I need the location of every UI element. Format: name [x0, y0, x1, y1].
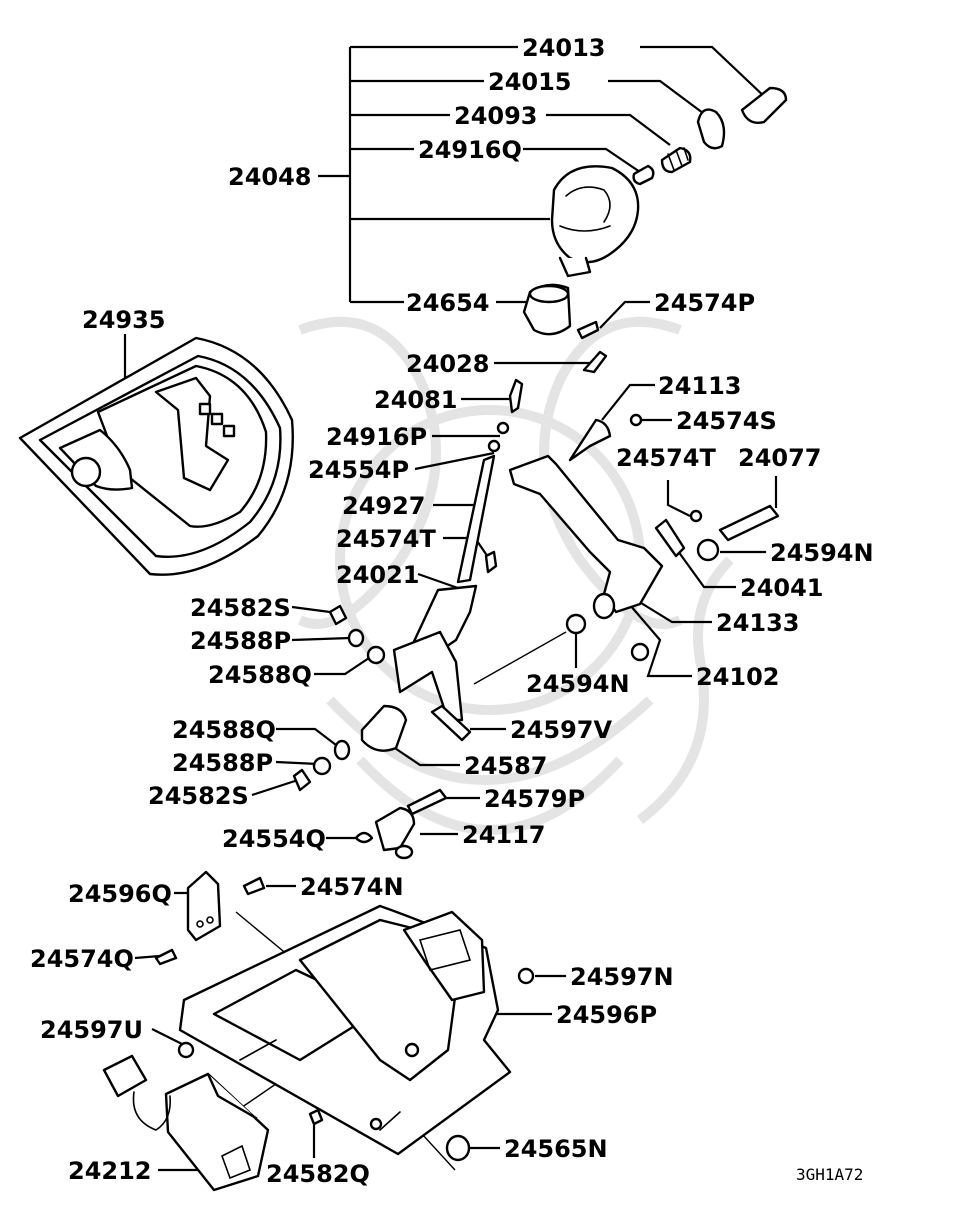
label-24013: 24013: [522, 34, 606, 62]
label-24554Q: 24554Q: [222, 825, 326, 853]
label-24916Q: 24916Q: [418, 136, 522, 164]
label-24588P-top: 24588P: [190, 627, 291, 655]
label-24587: 24587: [464, 752, 548, 780]
label-24041: 24041: [740, 574, 824, 602]
label-24597U: 24597U: [40, 1016, 143, 1044]
label-24574S: 24574S: [676, 407, 777, 435]
label-24588P-bottom: 24588P: [172, 749, 273, 777]
label-24015: 24015: [488, 68, 572, 96]
label-24927: 24927: [342, 492, 426, 520]
label-24594N-bottom: 24594N: [526, 670, 630, 698]
shift-lever-assembly: [292, 320, 780, 860]
label-24565N: 24565N: [504, 1135, 608, 1163]
label-24102: 24102: [696, 663, 780, 691]
label-24081: 24081: [374, 386, 458, 414]
label-24597N: 24597N: [570, 963, 674, 991]
label-24574Q: 24574Q: [30, 945, 134, 973]
label-24048: 24048: [228, 163, 312, 191]
label-24588Q-top: 24588Q: [208, 661, 312, 689]
label-24574T-left: 24574T: [336, 525, 436, 553]
label-24574T-right: 24574T: [616, 444, 716, 472]
label-24582Q: 24582Q: [266, 1160, 370, 1188]
label-24574N: 24574N: [300, 873, 404, 901]
label-24596P: 24596P: [556, 1001, 657, 1029]
label-24654: 24654: [406, 289, 490, 317]
label-24077: 24077: [738, 444, 822, 472]
callout-labels: 24013 24015 24093 24916Q 24048 24654 245…: [30, 34, 874, 1188]
shifter-base-assembly: [102, 870, 535, 1192]
label-24212: 24212: [68, 1157, 152, 1185]
drawing-code: 3GH1A72: [796, 1165, 863, 1184]
console-panel: [18, 336, 294, 576]
label-24579P: 24579P: [484, 785, 585, 813]
label-24594N-top: 24594N: [770, 539, 874, 567]
label-24133: 24133: [716, 609, 800, 637]
label-24597V: 24597V: [510, 716, 612, 744]
label-24028: 24028: [406, 350, 490, 378]
label-24113: 24113: [658, 372, 742, 400]
label-24582S-top: 24582S: [190, 594, 291, 622]
shift-knob-assembly: [522, 86, 788, 336]
label-24935: 24935: [82, 306, 166, 334]
label-24588Q-bottom: 24588Q: [172, 716, 276, 744]
label-24916P: 24916P: [326, 423, 427, 451]
label-24554P: 24554P: [308, 456, 409, 484]
label-24021: 24021: [336, 561, 420, 589]
label-24596Q: 24596Q: [68, 880, 172, 908]
label-24582S-bottom: 24582S: [148, 782, 249, 810]
label-24574P: 24574P: [654, 289, 755, 317]
label-24117: 24117: [462, 821, 546, 849]
label-24093: 24093: [454, 102, 538, 130]
